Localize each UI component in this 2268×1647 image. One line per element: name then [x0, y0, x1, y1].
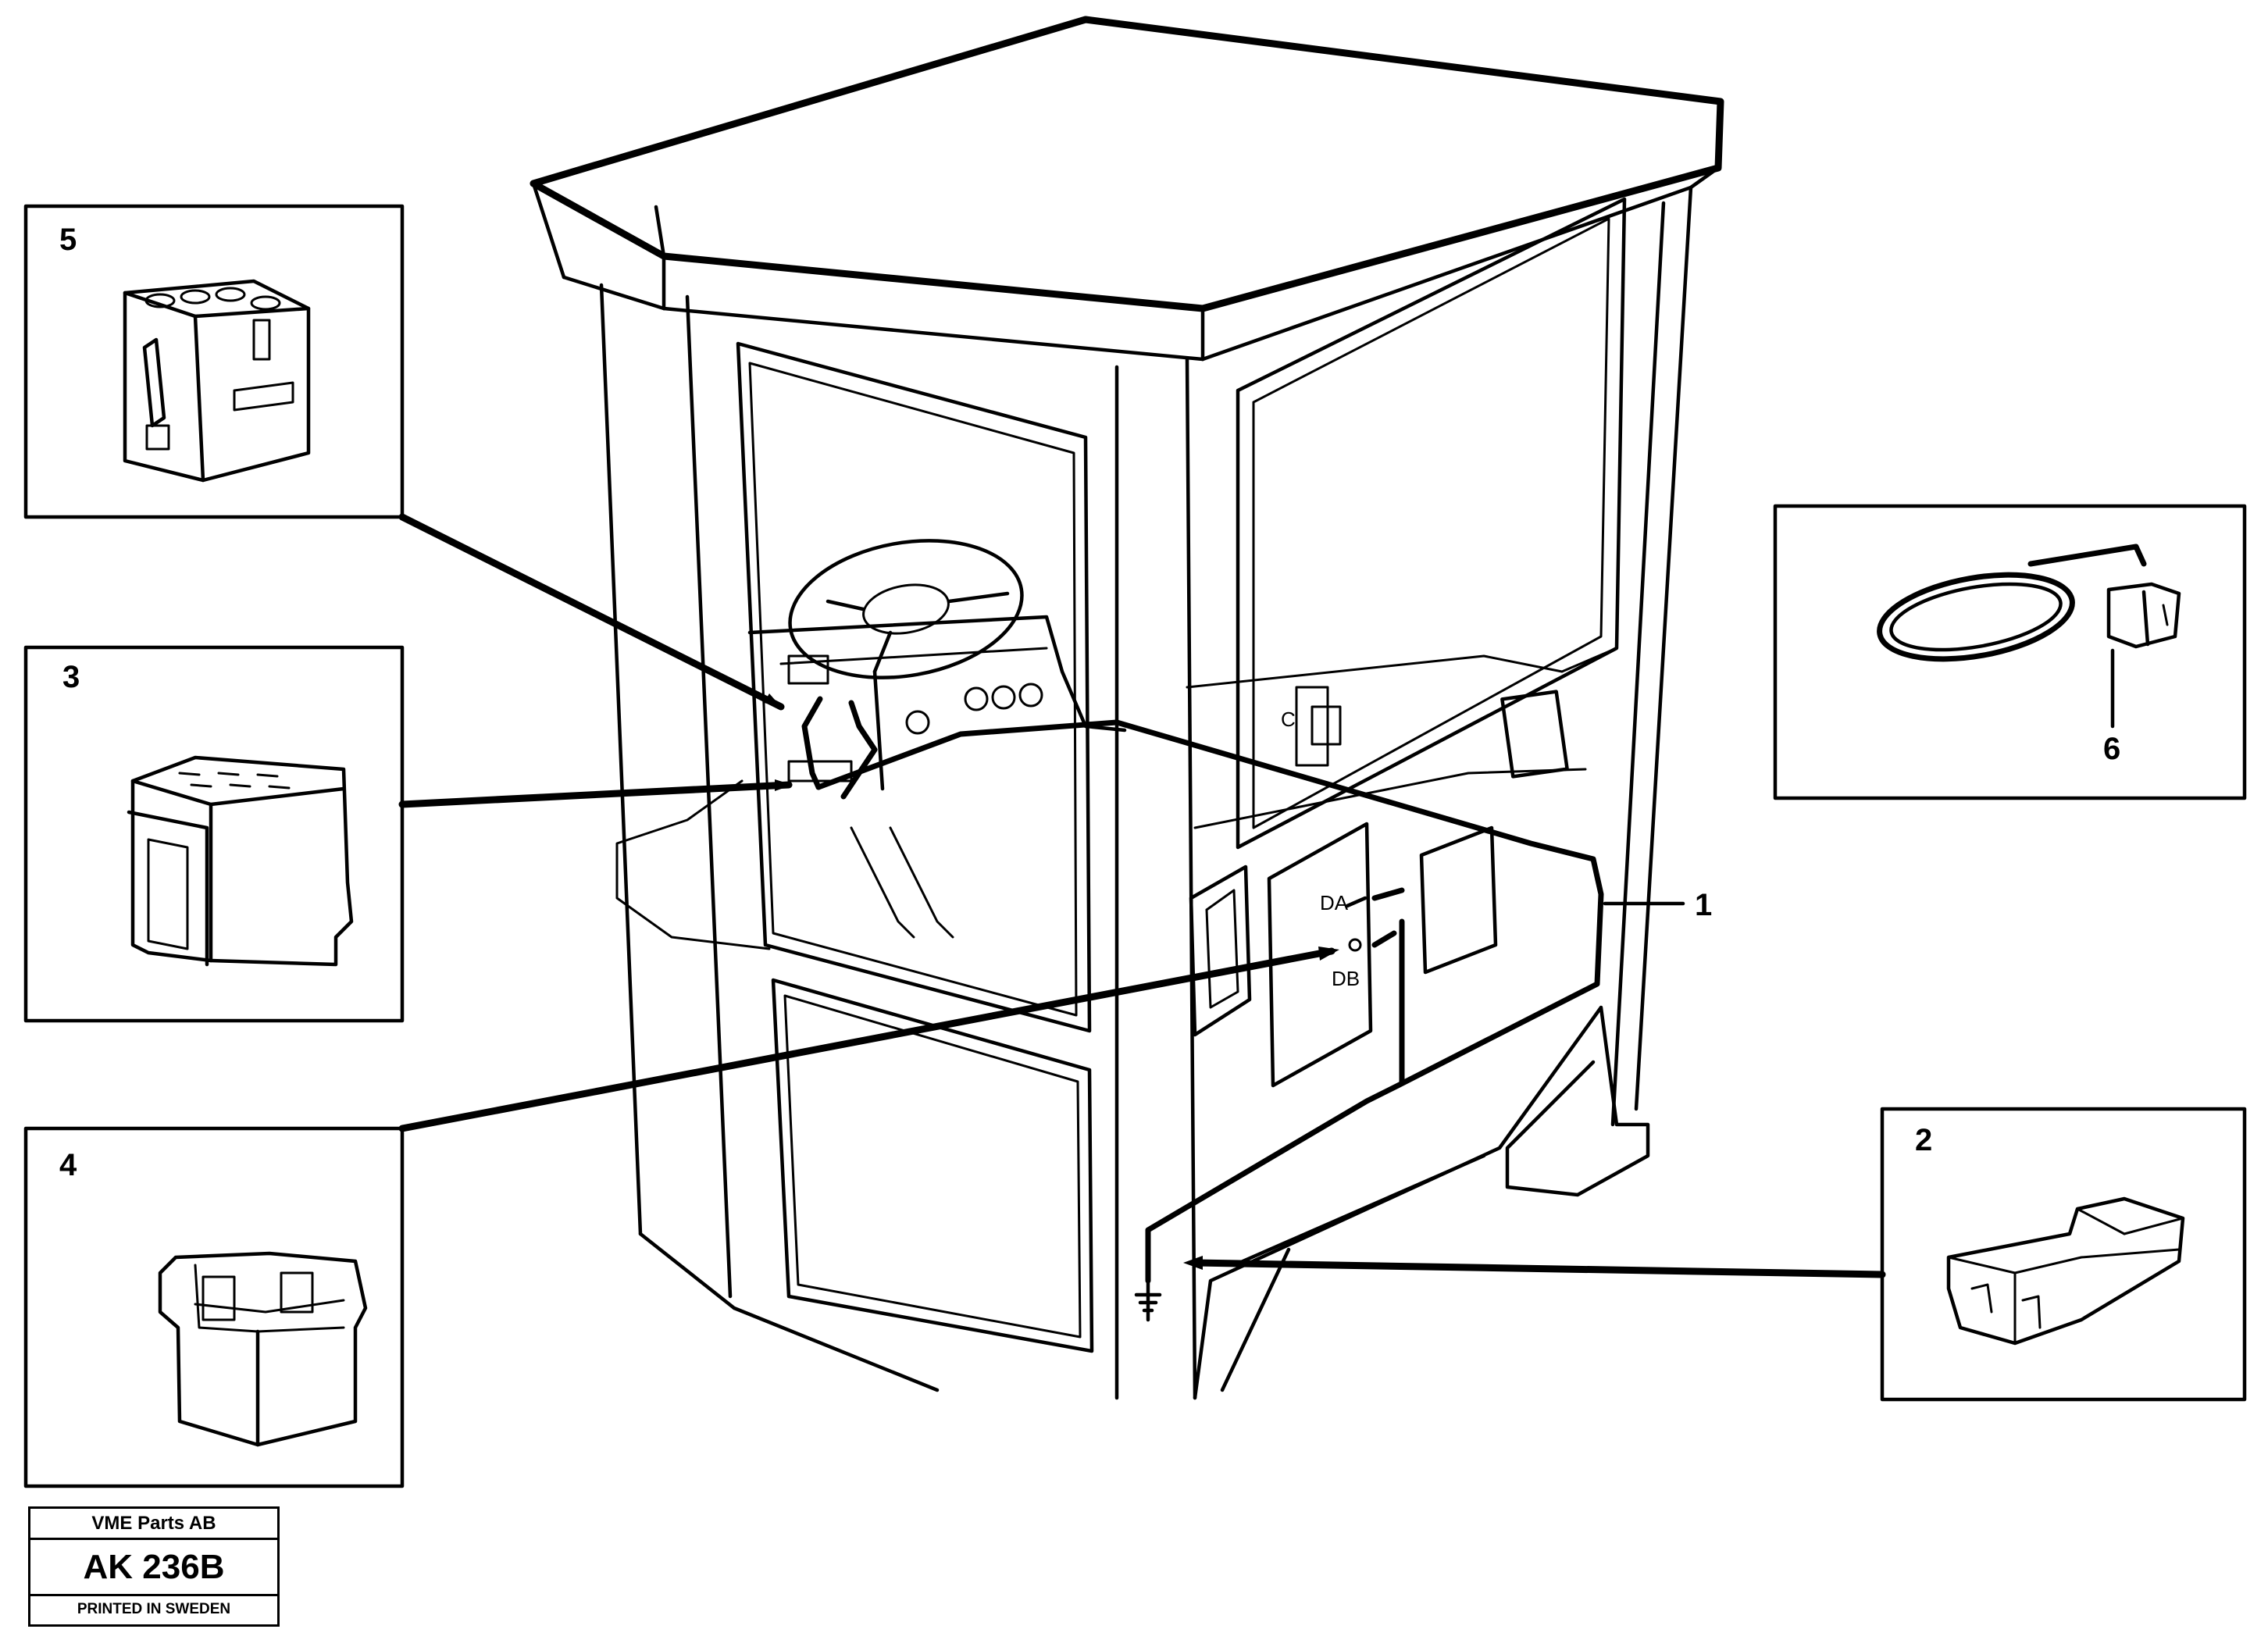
- title-block-printed: PRINTED IN SWEDEN: [77, 1601, 231, 1617]
- callout-1: 1: [1695, 888, 1712, 922]
- cable-tie-icon: [1877, 544, 2181, 662]
- relay-socket-icon: [127, 755, 354, 967]
- leader-5: [398, 513, 785, 711]
- detail-box-4: 4: [23, 1126, 405, 1488]
- title-block-code: AK 236B: [30, 1540, 277, 1596]
- callout-5: 5: [59, 223, 77, 257]
- detail-box-3: 3: [23, 645, 405, 1023]
- leader-2: [1191, 1259, 1886, 1278]
- relay-socket-latch-icon: [123, 279, 311, 483]
- cab-roof: [530, 16, 1724, 362]
- electrical-panel: DA DB: [1189, 822, 1498, 1088]
- title-block-company: VME Parts AB: [30, 1509, 277, 1540]
- steering-wheel: [788, 539, 1024, 791]
- dashboard: C: [615, 615, 1342, 950]
- panel-mark-c: C: [1281, 708, 1296, 731]
- callout-4: 4: [59, 1148, 77, 1182]
- cab-body: [599, 185, 1693, 1400]
- detail-box-6: 6 1: [1695, 504, 2247, 922]
- relay-holder-icon: [158, 1251, 368, 1447]
- cable-harness: [801, 696, 1604, 1322]
- title-block: VME Parts AB AK 236B PRINTED IN SWEDEN: [28, 1506, 280, 1627]
- connector-housing-icon: [1946, 1196, 2185, 1346]
- leader-3: [398, 781, 793, 808]
- callout-2: 2: [1915, 1123, 1932, 1157]
- callout-3: 3: [62, 660, 80, 694]
- leader-4: [398, 947, 1335, 1132]
- cab-frame-base: [1193, 1005, 1650, 1400]
- leader-lines: [398, 513, 2115, 1278]
- detail-box-2: 2: [1880, 1107, 2247, 1402]
- panel-mark-da: DA: [1320, 891, 1349, 914]
- detail-box-5: 5: [23, 204, 405, 519]
- callout-6: 6: [2103, 732, 2120, 766]
- panel-mark-db: DB: [1332, 967, 1360, 990]
